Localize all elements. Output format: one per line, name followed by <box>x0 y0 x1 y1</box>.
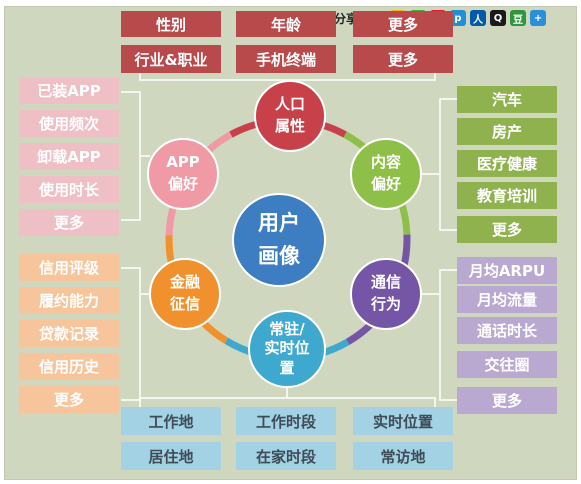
comm-item-circle: 交往圈 <box>457 351 557 378</box>
douban-icon[interactable]: 豆 <box>510 10 527 26</box>
node-content-line2: 偏好 <box>370 175 401 193</box>
node-demographics-line2: 属性 <box>274 117 305 135</box>
top-item-more-1: 更多 <box>353 11 453 37</box>
top-item-device: 手机终端 <box>236 45 336 73</box>
node-app-line2: 偏好 <box>167 175 198 193</box>
top-item-industry: 行业&职业 <box>121 45 221 73</box>
credit-item-more: 更多 <box>19 386 119 413</box>
node-location-line3: 置 <box>279 358 295 377</box>
center-node-line1: 用户 <box>258 211 300 236</box>
comm-item-traffic: 月均流量 <box>457 286 557 313</box>
app-item-duration: 使用时长 <box>19 176 119 203</box>
node-circle-bottom <box>248 310 326 388</box>
node-content-label: 内容 偏好 <box>351 139 421 209</box>
node-content-line1: 内容 <box>370 153 401 172</box>
node-location-line1: 常驻/ <box>269 319 305 338</box>
node-communication-line1: 通信 <box>370 273 401 292</box>
app-item-uninstalled: 卸载APP <box>19 143 119 170</box>
node-location-label: 常驻/ 实时位 置 <box>249 311 325 387</box>
node-circle-upper_left <box>147 138 219 210</box>
location-item-home: 居住地 <box>121 442 221 470</box>
top-item-gender: 性别 <box>121 11 221 37</box>
bracket-left-pink <box>121 91 150 221</box>
credit-item-loans: 贷款记录 <box>19 320 119 347</box>
bracket-left-orange <box>121 267 150 401</box>
node-app-line1: APP <box>166 153 200 172</box>
credit-item-capacity: 履约能力 <box>19 287 119 314</box>
bracket-right-green <box>421 98 457 231</box>
center-node-circle <box>232 193 326 287</box>
top-item-more-2: 更多 <box>353 45 453 73</box>
content-item-health: 医疗健康 <box>457 150 557 177</box>
location-item-hometime: 在家时段 <box>236 442 336 470</box>
node-circle-upper_right <box>350 138 422 210</box>
node-circle-top <box>254 80 326 152</box>
node-credit-line1: 金融 <box>169 273 200 292</box>
location-item-realtime: 实时位置 <box>353 407 453 435</box>
location-item-frequent: 常访地 <box>353 442 453 470</box>
content-item-auto: 汽车 <box>457 86 557 113</box>
renren-icon[interactable]: 人 <box>470 10 487 26</box>
bracket-bottom <box>139 387 436 407</box>
more-share-icon[interactable]: + <box>530 10 547 26</box>
center-node-line2: 画像 <box>258 244 300 268</box>
node-circles <box>147 80 422 388</box>
top-item-age: 年龄 <box>236 11 336 37</box>
node-circle-lower_right <box>350 258 422 330</box>
comm-item-calltime: 通话时长 <box>457 317 557 344</box>
node-communication-label: 通信 行为 <box>351 259 421 329</box>
node-location-line2: 实时位 <box>264 339 310 358</box>
comm-item-arpu: 月均ARPU <box>457 257 557 284</box>
node-app-label: APP 偏好 <box>148 139 218 209</box>
node-demographics-line1: 人口 <box>274 95 305 114</box>
tencent-weibo-icon[interactable]: p <box>450 10 467 26</box>
center-node-label: 用户 画像 <box>233 194 325 286</box>
qq-icon[interactable]: Q <box>490 10 507 26</box>
app-item-more: 更多 <box>19 209 119 236</box>
location-item-work: 工作地 <box>121 407 221 435</box>
node-credit-label: 金融 征信 <box>150 259 220 329</box>
content-item-education: 教育培训 <box>457 182 557 209</box>
location-item-worktime: 工作时段 <box>236 407 336 435</box>
bracket-right-purple <box>421 269 457 401</box>
app-item-installed: 已装APP <box>19 77 119 104</box>
bracket-top <box>139 73 436 81</box>
node-credit-line2: 征信 <box>169 295 200 313</box>
node-communication-line2: 行为 <box>370 295 401 313</box>
app-item-frequency: 使用频次 <box>19 110 119 137</box>
content-item-more: 更多 <box>457 216 557 243</box>
node-demographics-label: 人口 属性 <box>255 81 325 151</box>
content-item-realestate: 房产 <box>457 118 557 145</box>
credit-item-history: 信用历史 <box>19 353 119 380</box>
node-circle-lower_left <box>149 258 221 330</box>
comm-item-more: 更多 <box>457 387 557 414</box>
credit-item-rating: 信用评级 <box>19 254 119 281</box>
